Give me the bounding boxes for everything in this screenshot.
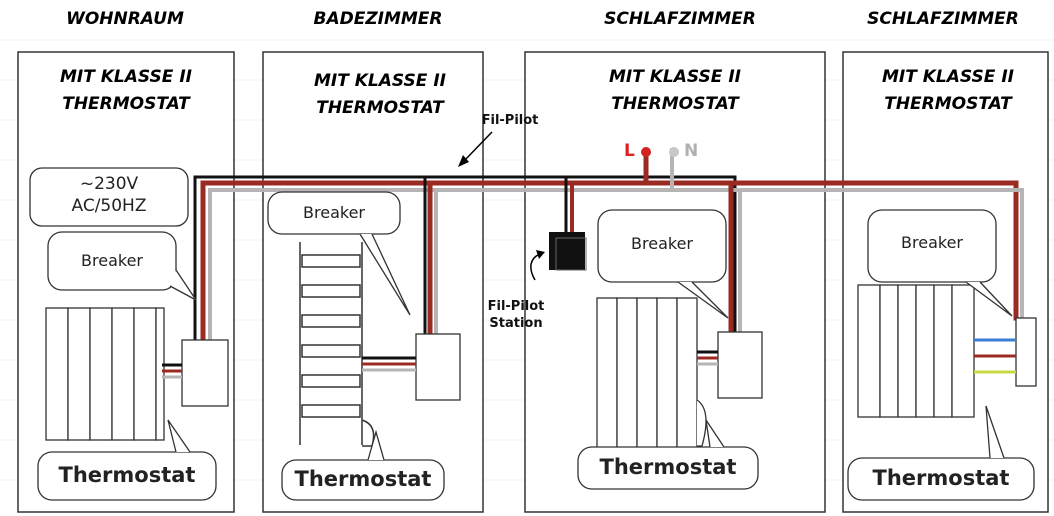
thermostat-label-badezimmer: Thermostat (294, 467, 432, 491)
neutral-wire-main (208, 188, 1024, 346)
breaker-label-schlafzimmer-2: Breaker (901, 233, 963, 252)
breaker-label-badezimmer: Breaker (303, 203, 365, 222)
room-title-schlafzimmer-1: SCHLAFZIMMER (604, 9, 756, 29)
heater-wohnraum (45, 307, 165, 441)
thermostat-label-schlafzimmer-2: Thermostat (872, 466, 1010, 490)
heater-badezimmer (299, 242, 375, 447)
heater-schlafzimmer-2 (857, 284, 975, 418)
subtitle-line-2: THERMOSTAT (611, 94, 739, 114)
room-title-schlafzimmer-2: SCHLAFZIMMER (867, 9, 1019, 29)
live-terminal-icon (641, 147, 651, 157)
live-label: L (624, 141, 635, 161)
neutral-label: N (684, 141, 699, 161)
room-subtitle-schlafzimmer-1: MIT KLASSE II THERMOSTAT (575, 64, 775, 118)
subtitle-line-1: MIT KLASSE II (314, 71, 446, 91)
subtitle-line-1: MIT KLASSE II (882, 67, 1014, 87)
pilot-wire (193, 175, 737, 346)
breaker-box-badezimmer (415, 333, 461, 401)
fil-pilot-station-label: Fil-Pilot Station (466, 298, 566, 332)
fil-pilot-label: Fil-Pilot (481, 113, 539, 128)
room-title-badezimmer: BADEZIMMER (313, 9, 443, 29)
room-subtitle-schlafzimmer-2: MIT KLASSE II THERMOSTAT (848, 64, 1048, 118)
breaker-label-wohnraum: Breaker (81, 251, 143, 270)
breaker-box-wohnraum (181, 339, 229, 407)
neutral-terminal-icon (669, 147, 679, 157)
heater-schlafzimmer-1 (596, 297, 707, 449)
station-line-2: Station (489, 316, 543, 331)
supply-label: ~230V AC/50HZ (30, 173, 188, 217)
subtitle-line-1: MIT KLASSE II (60, 67, 192, 87)
subtitle-line-2: THERMOSTAT (62, 94, 190, 114)
thermostat-label-wohnraum: Thermostat (58, 463, 196, 487)
room-title-wohnraum: WOHNRAUM (66, 9, 184, 29)
thermostat-label-schlafzimmer-1: Thermostat (599, 455, 737, 479)
station-line-1: Fil-Pilot (487, 299, 545, 314)
room-subtitle-wohnraum: MIT KLASSE II THERMOSTAT (26, 64, 226, 118)
fil-pilot-arrow-icon (462, 131, 493, 163)
breaker-label-schlafzimmer-1: Breaker (631, 234, 693, 253)
subtitle-line-1: MIT KLASSE II (609, 67, 741, 87)
bubbles (29, 167, 1035, 501)
live-wire-main (200, 180, 1019, 347)
supply-frequency: AC/50HZ (71, 196, 147, 216)
breaker-box-schlafzimmer-2 (1015, 317, 1037, 387)
room-subtitle-badezimmer: MIT KLASSE II THERMOSTAT (280, 68, 480, 122)
subtitle-line-2: THERMOSTAT (316, 98, 444, 118)
breaker-box-schlafzimmer-1 (717, 331, 763, 399)
subtitle-line-2: THERMOSTAT (884, 94, 1012, 114)
supply-voltage: ~230V (79, 174, 139, 194)
